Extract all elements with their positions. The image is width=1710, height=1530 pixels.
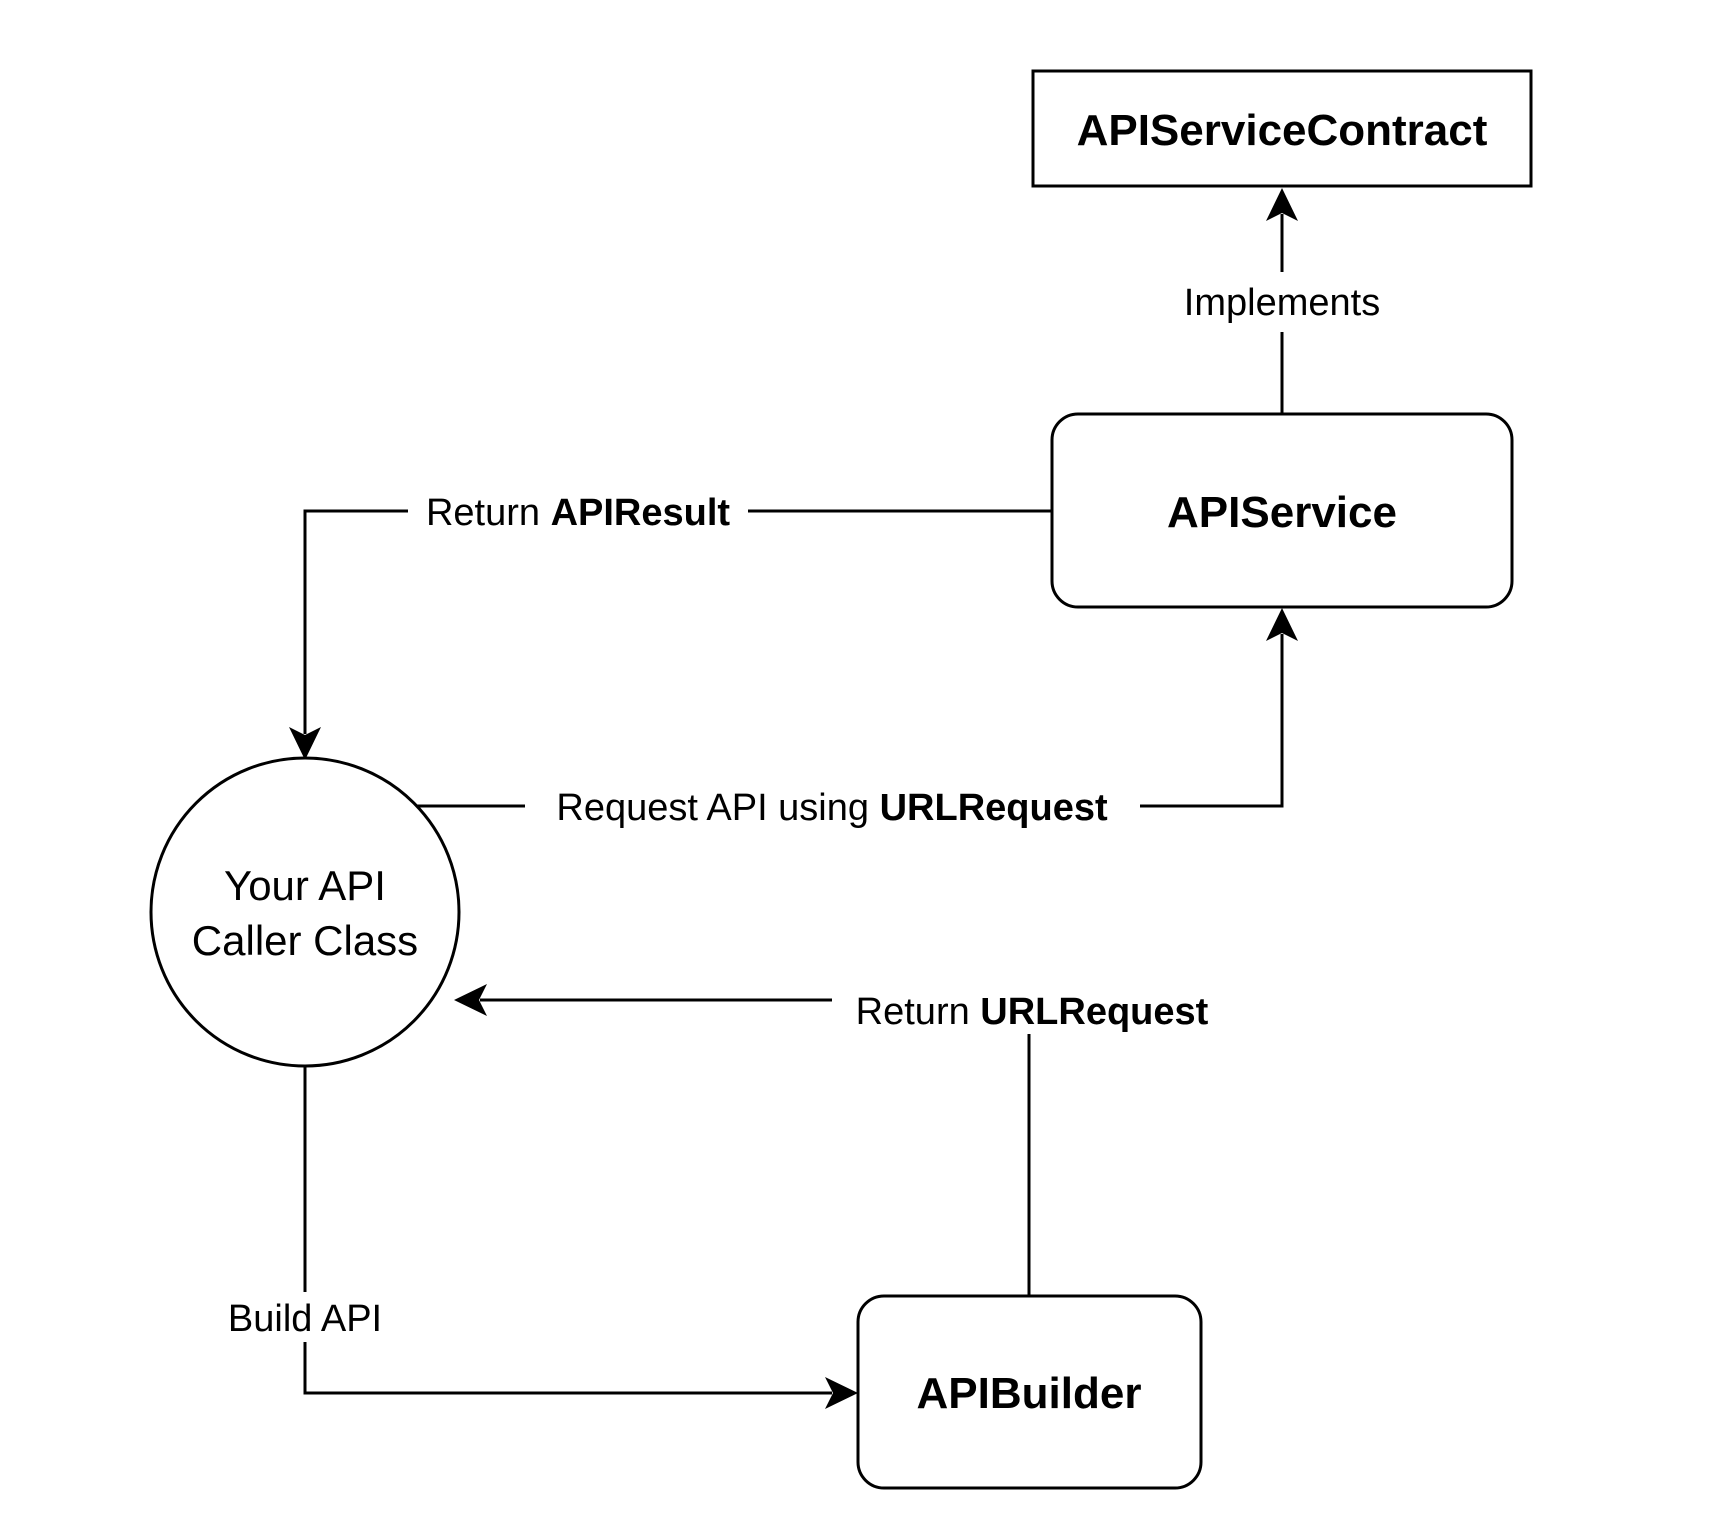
edge-build-api-label-bg <box>213 1292 397 1342</box>
edge-build-api-label: Build API <box>228 1298 382 1340</box>
edge-return-result-plain: Return <box>426 492 551 534</box>
edge-return-request-label: Return URLRequest <box>856 991 1209 1033</box>
edge-return-request-bold: URLRequest <box>980 991 1208 1033</box>
edge-return-result-bold: APIResult <box>551 492 731 534</box>
edge-build-api-line <box>303 1066 832 1395</box>
edge-implements-label: Implements <box>1184 282 1380 324</box>
edge-return-request-label-bg <box>832 974 1232 1034</box>
builder-box <box>856 1294 1203 1490</box>
edge-return-request-plain: Return <box>856 991 981 1033</box>
edge-implements-arrowhead <box>1266 188 1298 221</box>
caller-label-line2: Caller Class <box>192 917 418 964</box>
caller-circle <box>149 756 461 1068</box>
builder-label: APIBuilder <box>917 1369 1142 1418</box>
edge-build-api-arrowhead <box>825 1377 858 1409</box>
edge-return-result-line <box>303 509 1052 734</box>
edge-return-result-label-bg <box>408 488 748 534</box>
service-box <box>1050 412 1514 609</box>
edge-request-api-arrowhead <box>1266 608 1298 641</box>
edge-return-result-arrowhead <box>289 727 321 760</box>
caller-label-line1: Your API <box>224 862 386 909</box>
edge-return-request-arrowhead <box>454 984 487 1016</box>
edge-return-request-line <box>480 998 1031 1296</box>
edge-request-api-label-bg <box>525 783 1140 829</box>
edge-request-api-label: Request API using URLRequest <box>556 787 1108 829</box>
edge-request-api-plain: Request API using <box>556 787 879 829</box>
edge-implements-label-bg <box>1160 272 1404 332</box>
contract-label: APIServiceContract <box>1077 106 1488 155</box>
edge-request-api-line <box>414 634 1284 808</box>
contract-box <box>1031 69 1533 188</box>
service-label: APIService <box>1167 488 1397 537</box>
edge-request-api-bold: URLRequest <box>880 787 1108 829</box>
edge-return-result-label: Return APIResult <box>426 492 730 534</box>
